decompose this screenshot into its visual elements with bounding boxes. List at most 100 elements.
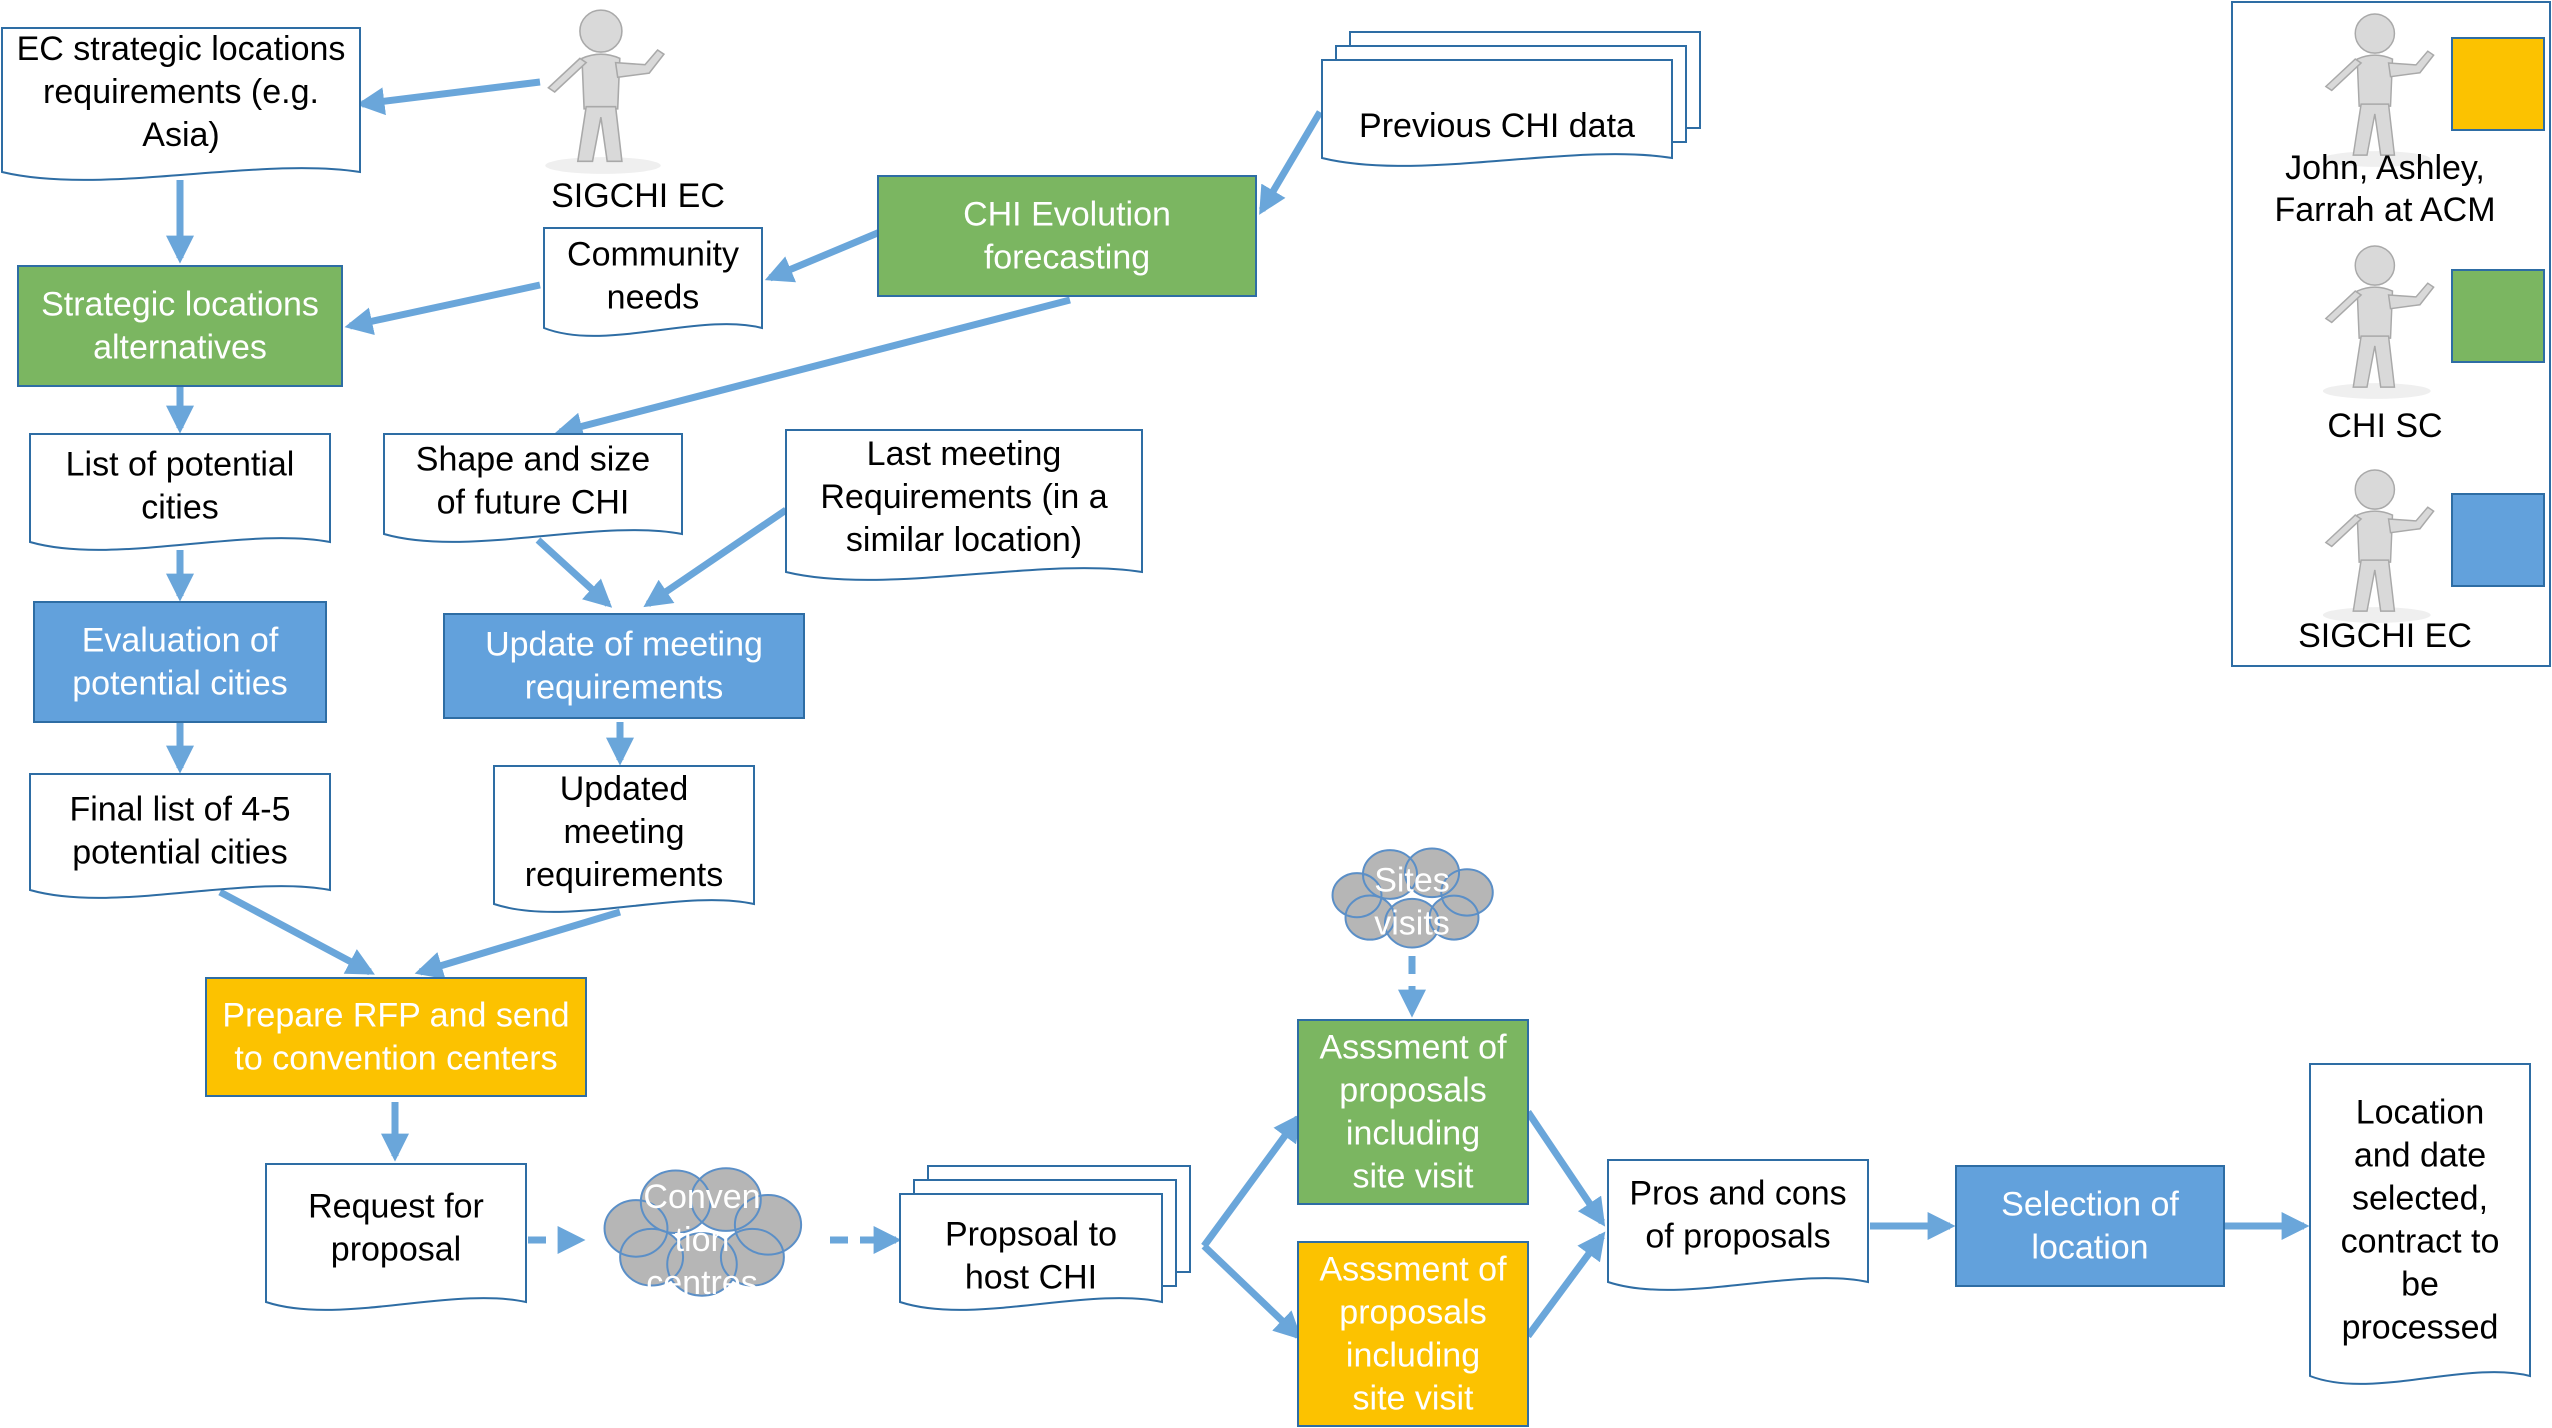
convention-centres-label: tion — [675, 1221, 730, 1259]
previous-chi-data-node: Previous CHI data — [1321, 31, 1701, 167]
location-selected-label: contract to — [2341, 1223, 2500, 1261]
legend-item: SIGCHI EC — [2298, 469, 2545, 655]
arrow-last-to-update — [643, 507, 788, 608]
selection-location-label: Selection of — [2001, 1186, 2179, 1224]
ec-requirements-document-shape — [0, 27, 361, 181]
convention-centres-label: centres — [646, 1264, 758, 1302]
location-selected-label: and date — [2354, 1137, 2486, 1175]
arrow-community-to-alternatives — [344, 281, 541, 335]
prepare-rfp-label: Prepare RFP and send — [222, 997, 569, 1035]
update-meeting-requirements-label: requirements — [525, 669, 723, 707]
arrow-proposal-to-assessment-green — [1201, 1113, 1302, 1249]
pros-cons-label: of proposals — [1645, 1218, 1830, 1256]
evaluation-cities-label: Evaluation of — [82, 622, 279, 660]
pros-cons-document-shape — [1607, 1159, 1869, 1291]
list-potential-cities-label: List of potential — [66, 446, 295, 484]
chi-evolution-box — [877, 175, 1257, 297]
strategic-alternatives-label: Strategic locations — [41, 286, 319, 324]
sites-visits-label: Sites — [1374, 862, 1450, 900]
legend-color-swatch — [2451, 493, 2545, 587]
updated-meeting-requirements-document-shape — [493, 765, 755, 913]
location-selected-label: processed — [2342, 1309, 2499, 1347]
assessment-green-box — [1297, 1019, 1529, 1205]
pros-cons-node: Pros and cons of proposals — [1607, 1159, 1869, 1291]
location-selected-document-shape — [2309, 1063, 2531, 1385]
assessment-yellow-label: site visit — [1353, 1380, 1474, 1418]
convention-centres-label: Conven — [643, 1178, 760, 1216]
update-meeting-requirements-box — [443, 613, 805, 719]
list-potential-cities-document-shape — [29, 433, 331, 551]
arrow-forecast-to-shape — [554, 296, 1071, 440]
arrow-forecast-to-community — [764, 228, 882, 283]
updated-meeting-requirements-label: requirements — [525, 856, 723, 894]
person-pointing-icon — [2322, 469, 2435, 623]
last-meeting-requirements-document-shape — [785, 429, 1143, 581]
legend-color-swatch — [2451, 269, 2545, 363]
assessment-green-label: including — [1346, 1115, 1480, 1153]
shape-size-future-label: of future CHI — [437, 484, 630, 522]
arrow-final-to-rfp — [218, 888, 375, 976]
assessment-green-label: site visit — [1353, 1158, 1474, 1196]
request-for-proposal-document-shape — [265, 1163, 527, 1311]
legend-item: John, Ashley, Farrah at ACM — [2274, 13, 2545, 229]
arrow-ec-to-requirements — [356, 78, 541, 116]
community-needs-node: Community needs — [543, 227, 763, 337]
arrow-previous-to-forecast — [1258, 110, 1324, 215]
ec-requirements-node: EC strategic locations requirements (e.g.… — [0, 27, 361, 181]
pros-cons-label: Pros and cons — [1629, 1175, 1846, 1213]
selection-location-label: location — [2031, 1229, 2148, 1267]
assessment-yellow-label: Asssment of — [1319, 1251, 1507, 1289]
shape-size-future-node: Shape and size of future CHI — [383, 433, 683, 543]
arrow-yellow-to-pros — [1525, 1231, 1606, 1339]
ec-requirements-label: requirements (e.g. — [43, 73, 319, 111]
arrow-updated-to-rfp — [414, 908, 622, 979]
proposal-host-label: Propsoal to — [945, 1216, 1117, 1254]
legend-label: SIGCHI EC — [2298, 617, 2472, 655]
location-selected-label: selected, — [2352, 1180, 2488, 1218]
person-pointing-icon — [2322, 245, 2435, 399]
previous-chi-data-document-shape — [1321, 59, 1673, 167]
last-meeting-requirements-label: Requirements (in a — [820, 478, 1107, 516]
selection-location-node: Selection of location — [1955, 1165, 2225, 1287]
assessment-yellow-label: proposals — [1339, 1294, 1486, 1332]
evaluation-cities-label: potential cities — [72, 665, 287, 703]
arrow-shape-to-update — [535, 537, 613, 608]
person-sigchi-ec-icon — [545, 9, 666, 174]
community-needs-document-shape — [543, 227, 763, 337]
strategic-alternatives-label: alternatives — [93, 329, 267, 367]
community-needs-label: needs — [607, 279, 700, 317]
arrow-proposal-to-assessment-yellow — [1201, 1243, 1303, 1340]
proposal-host-label: host CHI — [965, 1259, 1097, 1297]
prepare-rfp-box — [205, 977, 587, 1097]
updated-meeting-requirements-label: Updated — [560, 770, 689, 808]
arrow-green-to-pros — [1525, 1110, 1606, 1227]
proposal-host-document-shape — [899, 1193, 1163, 1311]
assessment-green-label: Asssment of — [1319, 1029, 1507, 1067]
proposal-host-node: Propsoal to host CHI — [899, 1165, 1191, 1311]
assessment-yellow-box — [1297, 1241, 1529, 1427]
request-for-proposal-label: proposal — [331, 1231, 461, 1269]
shape-size-future-label: Shape and size — [416, 441, 650, 479]
community-needs-label: Community — [567, 236, 739, 274]
legend-label: Farrah at ACM — [2274, 191, 2495, 229]
legend-item: CHI SC — [2322, 245, 2545, 445]
final-list-cities-label: Final list of 4-5 — [69, 791, 290, 829]
legend-label: CHI SC — [2327, 407, 2442, 445]
list-potential-cities-label: cities — [141, 489, 218, 527]
evaluation-cities-box — [33, 601, 327, 723]
previous-chi-data-label: Previous CHI data — [1359, 107, 1635, 145]
legend-label: John, Ashley, — [2285, 149, 2485, 187]
strategic-alternatives-box — [17, 265, 343, 387]
chi-evolution-label: CHI Evolution — [963, 196, 1171, 234]
ec-requirements-label: EC strategic locations — [17, 30, 346, 68]
